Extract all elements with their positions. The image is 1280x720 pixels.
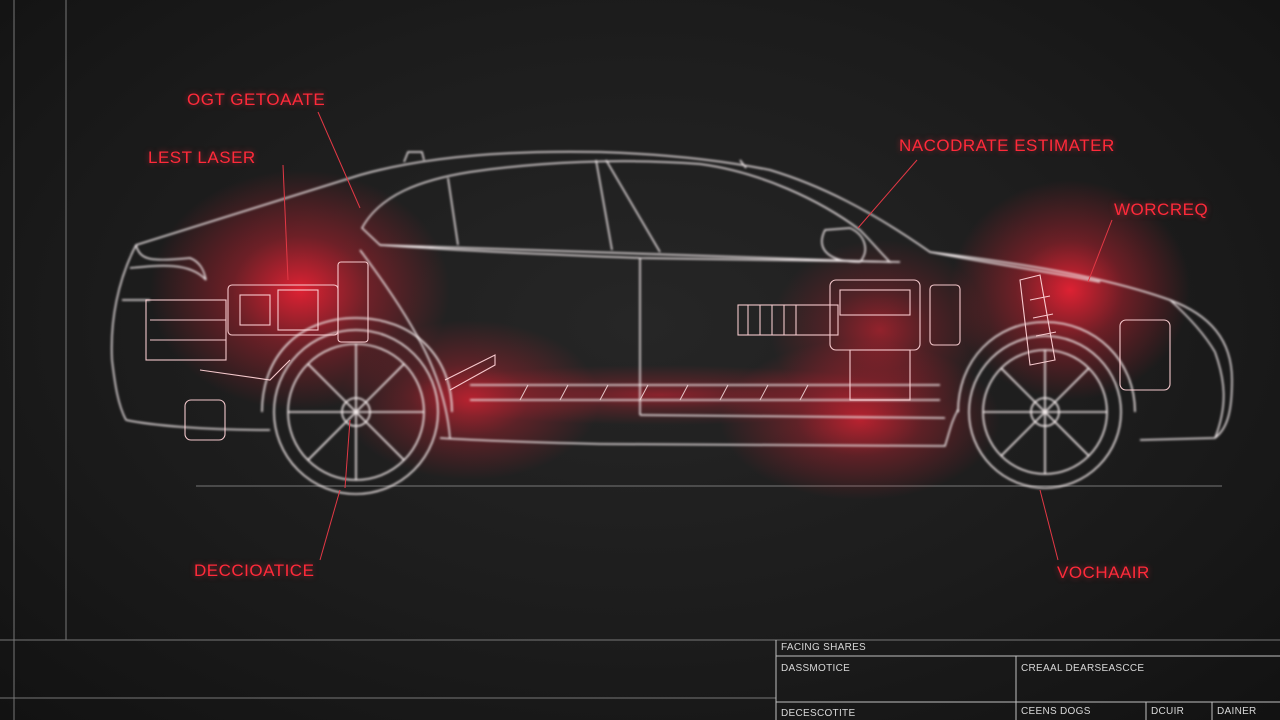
title-block-row2-c3: DAINER [1217,706,1257,717]
title-block-header: FACING SHARES [781,642,867,653]
callout-right: WORCREQ [1114,200,1209,219]
sill-hatching [519,384,809,401]
rear-wheel [261,317,453,495]
mechanical-details [145,261,1171,441]
callout-bottom-left: DECCIOATICE [194,561,315,580]
front-wheel [957,321,1136,489]
callout-top-right: NACODRATE ESTIMATER [899,136,1115,155]
callout-bottom-right: VOCHAAIR [1057,563,1150,582]
title-block-row2-c1: CEENS DOGS [1021,706,1091,717]
title-block-row2-c2: DCUIR [1151,706,1185,717]
leader-lines [282,111,1113,561]
title-block [775,640,1280,720]
title-block-row2-left: DECESCOTITE [781,708,856,719]
callout-left: LEST LASER [148,148,256,167]
title-block-row1-right: CREAAL DEARSEASCCE [1021,663,1145,674]
callout-top-left: OGT GETOAATE [187,90,326,109]
title-block-row1-left: DASSMOTICE [781,663,851,674]
